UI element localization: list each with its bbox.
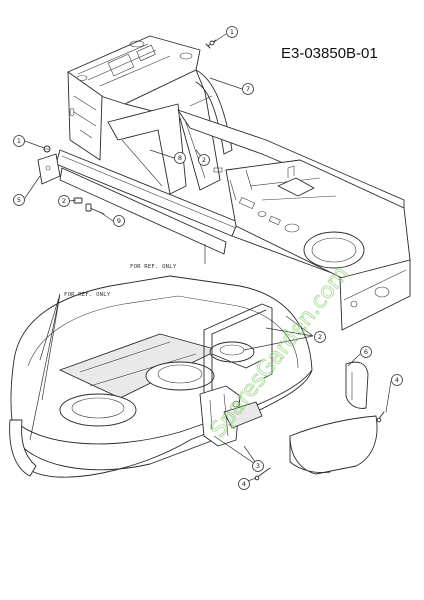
callout-3: 3 bbox=[252, 460, 264, 472]
svg-text:2: 2 bbox=[202, 156, 206, 164]
frame-assembly bbox=[55, 35, 411, 331]
svg-text:1: 1 bbox=[230, 28, 234, 36]
svg-text:2: 2 bbox=[318, 333, 322, 341]
svg-text:2: 2 bbox=[62, 197, 66, 205]
svg-text:9: 9 bbox=[117, 217, 121, 225]
callout-2-frame: 2 bbox=[198, 154, 210, 166]
callout-1-top: 1 bbox=[226, 26, 238, 38]
svg-text:1: 1 bbox=[17, 137, 21, 145]
callout-6: 6 bbox=[360, 346, 372, 358]
svg-text:7: 7 bbox=[246, 85, 250, 93]
callout-2-bushing: 2 bbox=[58, 195, 70, 207]
ref-note-deck: FOR REF. ONLY bbox=[64, 292, 111, 298]
callout-2-deck: 2 bbox=[314, 331, 326, 343]
side-cover bbox=[254, 361, 385, 481]
callout-1-left: 1 bbox=[13, 135, 25, 147]
callout-4-right: 4 bbox=[391, 374, 403, 386]
svg-text:8: 8 bbox=[178, 154, 182, 162]
callout-9: 9 bbox=[113, 215, 125, 227]
callout-5: 5 bbox=[13, 194, 25, 206]
svg-text:6: 6 bbox=[364, 348, 368, 356]
hardware-parts bbox=[37, 39, 217, 215]
callout-7: 7 bbox=[242, 83, 254, 95]
callout-4-bottom: 4 bbox=[238, 478, 250, 490]
svg-text:5: 5 bbox=[17, 196, 21, 204]
callout-8: 8 bbox=[174, 152, 186, 164]
svg-text:4: 4 bbox=[395, 376, 399, 384]
ref-note-frame: FOR REF. ONLY bbox=[130, 264, 177, 270]
svg-text:3: 3 bbox=[256, 462, 260, 470]
deck-assembly bbox=[9, 275, 313, 478]
drawing-number: E3-03850B-01 bbox=[281, 45, 378, 62]
svg-text:4: 4 bbox=[242, 480, 246, 488]
